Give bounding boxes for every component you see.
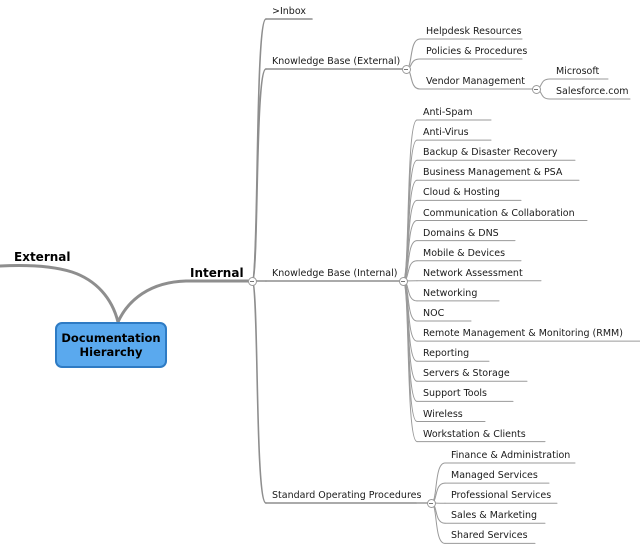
standard-operating-procedures-node[interactable]: Standard Operating Procedures <box>272 490 422 501</box>
policies-procedures-node[interactable]: Policies & Procedures <box>426 46 528 57</box>
servers-storage-node[interactable]: Servers & Storage <box>423 368 510 380</box>
sop-collapse-toggle[interactable] <box>426 498 436 508</box>
vendor-management-collapse-toggle[interactable] <box>531 84 541 94</box>
communication-collaboration-node[interactable]: Communication & Collaboration <box>423 207 575 219</box>
anti-spam-node[interactable]: Anti-Spam <box>423 107 473 118</box>
domains-dns-node[interactable]: Domains & DNS <box>423 227 499 239</box>
kb-external-collapse-toggle[interactable] <box>401 64 411 74</box>
business-management-psa-node[interactable]: Business Management & PSA <box>423 167 563 179</box>
shared-services-node[interactable]: Shared Services <box>451 530 528 542</box>
network-assessment-node[interactable]: Network Assessment <box>423 267 523 279</box>
sales-marketing-node[interactable]: Sales & Marketing <box>451 510 538 522</box>
knowledge-base-internal-node[interactable]: Knowledge Base (Internal) <box>272 268 398 279</box>
cloud-hosting-node[interactable]: Cloud & Hosting <box>423 187 500 199</box>
wireless-node[interactable]: Wireless <box>423 408 463 420</box>
reporting-node[interactable]: Reporting <box>423 348 470 360</box>
vendor-management-node[interactable]: Vendor Management <box>426 76 525 87</box>
internal-collapse-toggle[interactable] <box>247 276 257 286</box>
managed-services-node[interactable]: Managed Services <box>451 470 538 482</box>
mobile-devices-node[interactable]: Mobile & Devices <box>423 247 506 259</box>
remote-management-monitoring-rmm-node[interactable]: Remote Management & Monitoring (RMM) <box>423 328 623 340</box>
support-tools-node[interactable]: Support Tools <box>423 388 487 400</box>
internal-branch-label[interactable]: Internal <box>190 266 244 280</box>
inbox-node[interactable]: >Inbox <box>272 6 306 17</box>
helpdesk-resources-node[interactable]: Helpdesk Resources <box>426 26 522 37</box>
kb-internal-collapse-toggle[interactable] <box>398 276 408 286</box>
external-branch-label[interactable]: External <box>14 250 71 264</box>
professional-services-node[interactable]: Professional Services <box>451 490 552 502</box>
finance-administration-node[interactable]: Finance & Administration <box>451 450 571 461</box>
networking-node[interactable]: Networking <box>423 287 478 299</box>
backup-disaster-recovery-node[interactable]: Backup & Disaster Recovery <box>423 147 558 159</box>
noc-node[interactable]: NOC <box>423 308 445 319</box>
microsoft-node[interactable]: Microsoft <box>556 66 600 77</box>
workstation-clients-node[interactable]: Workstation & Clients <box>423 428 526 440</box>
knowledge-base-external-node[interactable]: Knowledge Base (External) <box>272 56 401 67</box>
anti-virus-node[interactable]: Anti-Virus <box>423 127 469 139</box>
root-topic[interactable]: Documentation Hierarchy <box>55 322 167 368</box>
salesforce-com-node[interactable]: Salesforce.com <box>556 86 629 97</box>
